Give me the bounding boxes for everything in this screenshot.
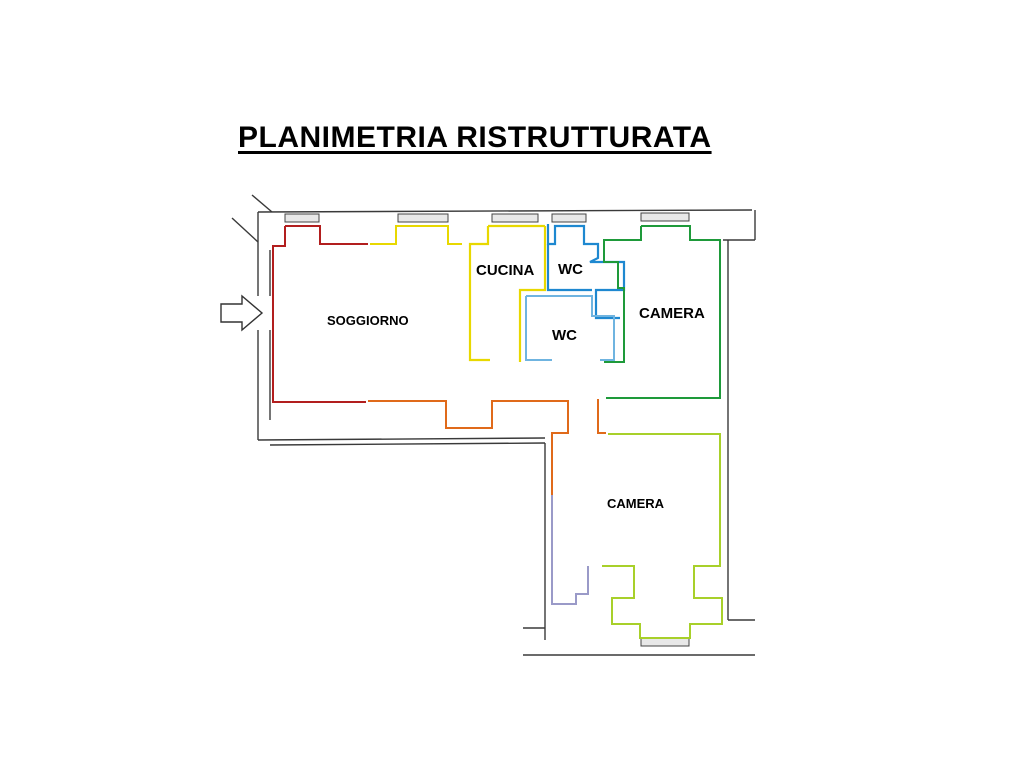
windows <box>284 212 690 647</box>
room-label-camera-right: CAMERA <box>639 305 705 322</box>
wc-top-wall-left <box>546 244 592 292</box>
window <box>551 213 587 223</box>
camera-right-wall <box>606 225 721 399</box>
wc-inner-wall-left <box>525 296 552 361</box>
window <box>640 212 690 222</box>
soggiorno-wall-yellow <box>370 225 462 245</box>
room-label-wc-top: WC <box>558 261 583 278</box>
arrow-right-icon <box>220 294 264 332</box>
camera-bottom-wall <box>602 433 723 639</box>
room-label-wc-inner: WC <box>552 327 577 344</box>
soggiorno-wall <box>272 226 366 403</box>
room-label-cucina: CUCINA <box>476 262 534 279</box>
corridor-wall <box>368 400 569 495</box>
cucina-wall-inner <box>518 226 547 362</box>
window <box>491 213 539 223</box>
cucina-wall <box>468 226 490 362</box>
window <box>640 637 690 647</box>
window <box>397 213 449 223</box>
window <box>284 213 320 223</box>
wc-inner-wall <box>526 295 615 361</box>
building-outline <box>231 194 756 656</box>
wc-top-wall <box>546 224 626 320</box>
room-label-soggiorno: SOGGIORNO <box>327 313 409 328</box>
corridor-wall-right <box>597 399 606 434</box>
camera-right-wall-left <box>603 226 642 363</box>
hall-wall <box>551 495 589 605</box>
page-title: PLANIMETRIA RISTRUTTURATA <box>238 121 712 154</box>
soggiorno-wall-top <box>285 225 368 245</box>
room-label-camera-bottom: CAMERA <box>607 496 665 511</box>
